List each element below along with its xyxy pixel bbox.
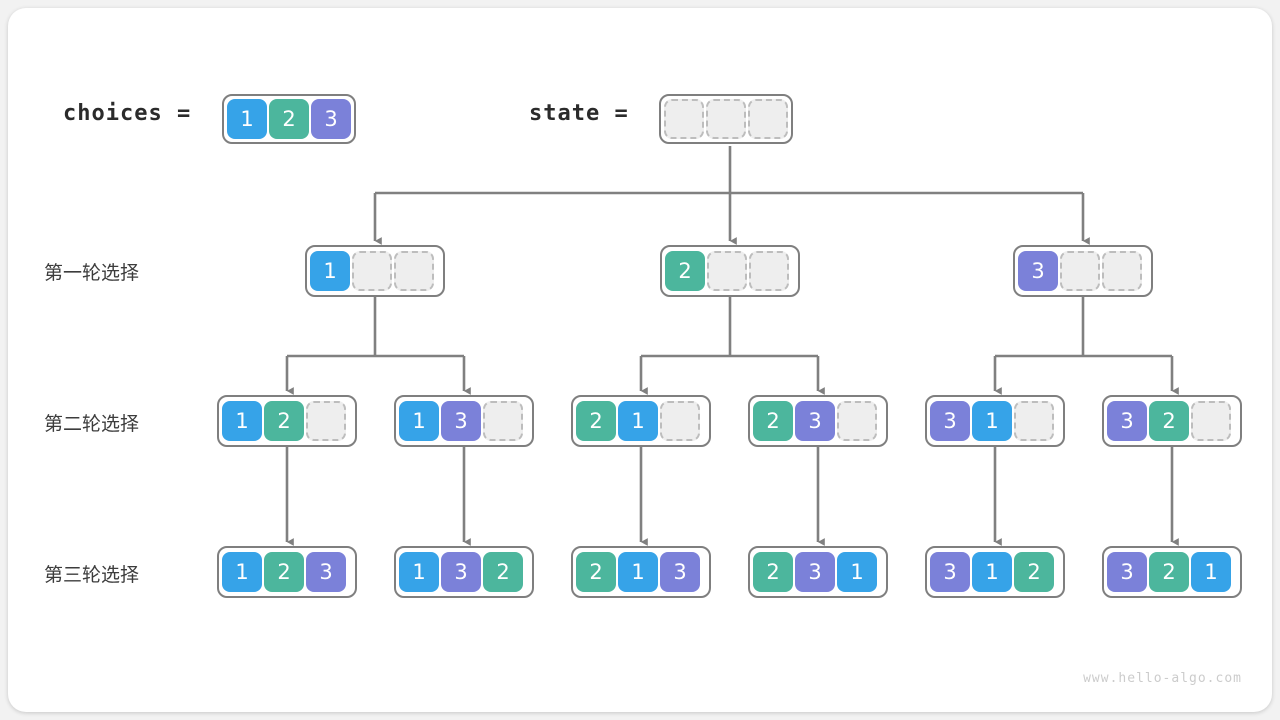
level3-node-2-cell-0: 2 xyxy=(576,552,616,592)
level3-node-1-cell-2: 2 xyxy=(483,552,523,592)
level3-node-4-cell-2: 2 xyxy=(1014,552,1054,592)
level3-node-0-cell-2: 3 xyxy=(306,552,346,592)
row-label-round-2: 第二轮选择 xyxy=(44,413,140,435)
state-cell-2 xyxy=(748,99,788,139)
level3-node-5-cell-2: 1 xyxy=(1191,552,1231,592)
level2-node-5-cell-0: 3 xyxy=(1107,401,1147,441)
level3-node-2-cell-2: 3 xyxy=(660,552,700,592)
state-array xyxy=(659,94,793,144)
level2-node-3-cell-2 xyxy=(837,401,877,441)
level1-node-2-cell-1 xyxy=(1060,251,1100,291)
level2-node-0-cell-2 xyxy=(306,401,346,441)
level3-node-3-cell-2: 1 xyxy=(837,552,877,592)
level2-node-4-cell-1: 1 xyxy=(972,401,1012,441)
level2-node-2-cell-1: 1 xyxy=(618,401,658,441)
level3-node-5-cell-0: 3 xyxy=(1107,552,1147,592)
level3-node-3-cell-1: 3 xyxy=(795,552,835,592)
level2-node-2-cell-0: 2 xyxy=(576,401,616,441)
level1-node-0-cell-1 xyxy=(352,251,392,291)
level2-node-4-cell-2 xyxy=(1014,401,1054,441)
level2-node-0-cell-0: 1 xyxy=(222,401,262,441)
level2-node-3-cell-0: 2 xyxy=(753,401,793,441)
level2-node-5-cell-2 xyxy=(1191,401,1231,441)
level1-node-2-cell-2 xyxy=(1102,251,1142,291)
level2-node-0-cell-1: 2 xyxy=(264,401,304,441)
level3-node-0-cell-0: 1 xyxy=(222,552,262,592)
level1-node-2: 3 xyxy=(1013,245,1153,297)
level1-node-1-cell-2 xyxy=(749,251,789,291)
level3-node-1-cell-0: 1 xyxy=(399,552,439,592)
choices-label: choices = xyxy=(63,101,192,126)
level1-node-0-cell-0: 1 xyxy=(310,251,350,291)
state-cell-0 xyxy=(664,99,704,139)
level3-node-4-cell-0: 3 xyxy=(930,552,970,592)
choices-cell-0: 1 xyxy=(227,99,267,139)
watermark: www.hello-algo.com xyxy=(1083,671,1242,686)
level2-node-5-cell-1: 2 xyxy=(1149,401,1189,441)
row-label-round-3: 第三轮选择 xyxy=(44,564,140,586)
choices-cell-2: 3 xyxy=(311,99,351,139)
level1-node-0: 1 xyxy=(305,245,445,297)
level3-node-2-cell-1: 1 xyxy=(618,552,658,592)
level1-node-2-cell-0: 3 xyxy=(1018,251,1058,291)
level3-node-5-cell-1: 2 xyxy=(1149,552,1189,592)
level2-node-2-cell-2 xyxy=(660,401,700,441)
state-cell-1 xyxy=(706,99,746,139)
level1-node-0-cell-2 xyxy=(394,251,434,291)
level3-node-4-cell-1: 1 xyxy=(972,552,1012,592)
level2-node-4-cell-0: 3 xyxy=(930,401,970,441)
level2-node-1-cell-0: 1 xyxy=(399,401,439,441)
level3-node-0-cell-1: 2 xyxy=(264,552,304,592)
state-label: state = xyxy=(529,101,629,126)
choices-cell-1: 2 xyxy=(269,99,309,139)
connector-layer xyxy=(285,146,1179,546)
level2-node-1-cell-1: 3 xyxy=(441,401,481,441)
level1-node-1-cell-1 xyxy=(707,251,747,291)
row-label-round-1: 第一轮选择 xyxy=(44,262,140,284)
level3-node-1-cell-1: 3 xyxy=(441,552,481,592)
level2-node-3-cell-1: 3 xyxy=(795,401,835,441)
level1-node-1: 2 xyxy=(660,245,800,297)
level1-node-1-cell-0: 2 xyxy=(665,251,705,291)
level2-node-1-cell-2 xyxy=(483,401,523,441)
level3-node-3-cell-0: 2 xyxy=(753,552,793,592)
